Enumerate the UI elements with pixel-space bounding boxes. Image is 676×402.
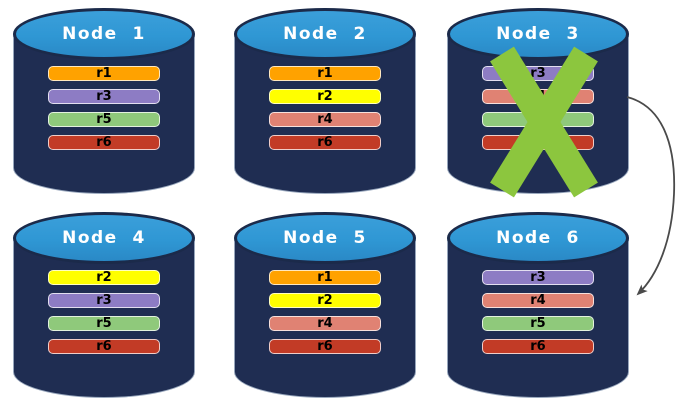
- replica-list: r2 r3 r5 r6: [48, 270, 160, 354]
- replica-bar: r1: [269, 66, 381, 81]
- db-node-6: Node 6 r3 r4 r5 r6: [447, 212, 629, 398]
- cylinder-top: Node 4: [13, 212, 195, 264]
- node-title: Node 6: [496, 228, 580, 248]
- db-node-3: Node 3 r3 r4 r5 r6: [447, 8, 629, 194]
- replica-bar: r5: [48, 112, 160, 127]
- replica-label: r1: [317, 270, 333, 285]
- replica-bar: r4: [482, 293, 594, 308]
- node-title: Node 2: [283, 24, 367, 44]
- cylinder-top: Node 6: [447, 212, 629, 264]
- cylinder-top: Node 1: [13, 8, 195, 60]
- db-node-2: Node 2 r1 r2 r4 r6: [234, 8, 416, 194]
- replica-label: r6: [96, 135, 112, 150]
- node-title: Node 3: [496, 24, 580, 44]
- replica-bar: r4: [269, 316, 381, 331]
- replica-bar: r4: [482, 89, 594, 104]
- replica-label: r2: [317, 89, 333, 104]
- replica-label: r3: [530, 270, 546, 285]
- replica-bar: r6: [48, 135, 160, 150]
- replica-label: r3: [530, 66, 546, 81]
- replica-label: r4: [530, 293, 546, 308]
- replica-bar: r6: [269, 135, 381, 150]
- replica-label: r6: [530, 339, 546, 354]
- replica-bar: r5: [48, 316, 160, 331]
- node-title: Node 5: [283, 228, 367, 248]
- replica-bar: r4: [269, 112, 381, 127]
- replica-label: r3: [96, 89, 112, 104]
- replica-bar: r1: [48, 66, 160, 81]
- db-node-4: Node 4 r2 r3 r5 r6: [13, 212, 195, 398]
- replica-label: r4: [530, 89, 546, 104]
- replica-label: r6: [530, 135, 546, 150]
- replica-bar: r2: [48, 270, 160, 285]
- replica-label: r1: [96, 66, 112, 81]
- replica-list: r3 r4 r5 r6: [482, 66, 594, 150]
- db-node-5: Node 5 r1 r2 r4 r6: [234, 212, 416, 398]
- replica-list: r3 r4 r5 r6: [482, 270, 594, 354]
- replica-label: r1: [317, 66, 333, 81]
- replica-bar: r6: [482, 135, 594, 150]
- replica-bar: r3: [482, 66, 594, 81]
- node-title: Node 4: [62, 228, 146, 248]
- cylinder-top: Node 5: [234, 212, 416, 264]
- replica-bar: r5: [482, 316, 594, 331]
- replica-label: r3: [96, 293, 112, 308]
- replica-bar: r6: [269, 339, 381, 354]
- db-node-1: Node 1 r1 r3 r5 r6: [13, 8, 195, 194]
- replica-bar: r2: [269, 293, 381, 308]
- cylinder-top: Node 2: [234, 8, 416, 60]
- replica-label: r5: [96, 316, 112, 331]
- replica-bar: r6: [48, 339, 160, 354]
- failover-arrow-icon: [626, 96, 676, 296]
- replica-bar: r1: [269, 270, 381, 285]
- replica-list: r1 r2 r4 r6: [269, 270, 381, 354]
- replica-bar: r5: [482, 112, 594, 127]
- replica-bar: r3: [48, 89, 160, 104]
- replica-label: r4: [317, 112, 333, 127]
- replica-label: r6: [96, 339, 112, 354]
- replica-bar: r3: [48, 293, 160, 308]
- replica-label: r2: [317, 293, 333, 308]
- replica-list: r1 r3 r5 r6: [48, 66, 160, 150]
- replica-bar: r2: [269, 89, 381, 104]
- replica-label: r5: [530, 112, 546, 127]
- replica-label: r6: [317, 339, 333, 354]
- replica-bar: r3: [482, 270, 594, 285]
- replica-label: r5: [96, 112, 112, 127]
- replica-list: r1 r2 r4 r6: [269, 66, 381, 150]
- replica-bar: r6: [482, 339, 594, 354]
- replica-label: r6: [317, 135, 333, 150]
- cylinder-top: Node 3: [447, 8, 629, 60]
- replica-label: r5: [530, 316, 546, 331]
- replica-label: r2: [96, 270, 112, 285]
- node-title: Node 1: [62, 24, 146, 44]
- replica-label: r4: [317, 316, 333, 331]
